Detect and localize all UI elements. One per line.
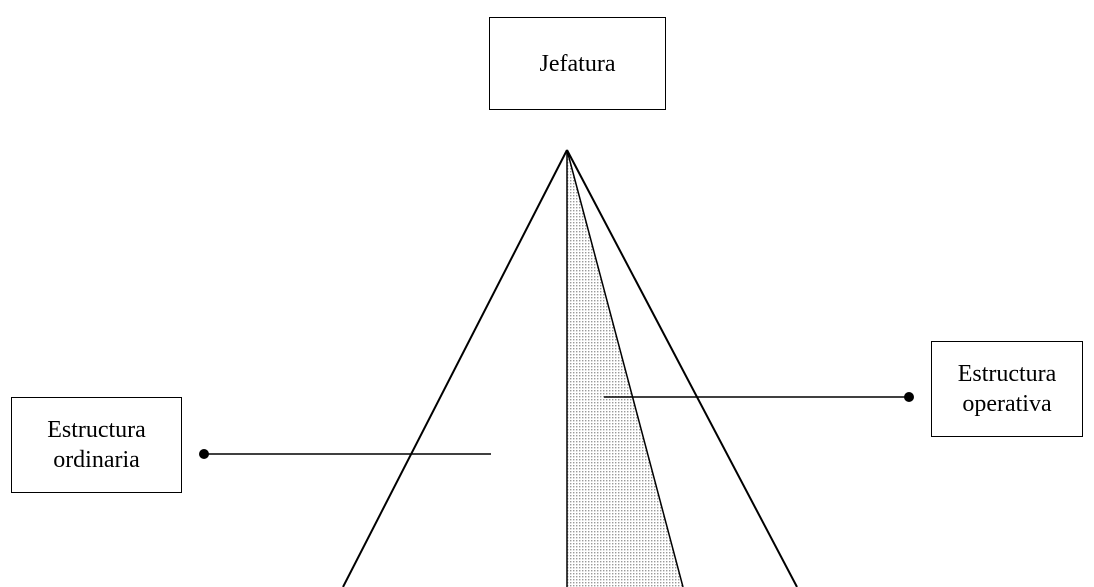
pyramid-left-edge	[342, 149, 568, 587]
estructura-operativa-label-line2: operativa	[962, 391, 1052, 417]
jefatura-box: Jefatura	[489, 17, 666, 110]
operativa-connector-dot	[904, 392, 914, 402]
estructura-ordinaria-label-line1: Estructura	[47, 417, 146, 443]
pyramid-right-edge	[566, 149, 798, 587]
operative-wedge-edge	[566, 149, 684, 587]
estructura-ordinaria-box: Estructura ordinaria	[11, 397, 182, 493]
estructura-operativa-label-line1: Estructura	[957, 361, 1057, 387]
ordinaria-connector-dot	[199, 449, 209, 459]
estructura-operativa-box: Estructura operativa	[931, 341, 1083, 437]
jefatura-label: Jefatura	[539, 50, 616, 77]
estructura-ordinaria-label-line2: ordinaria	[53, 447, 140, 473]
